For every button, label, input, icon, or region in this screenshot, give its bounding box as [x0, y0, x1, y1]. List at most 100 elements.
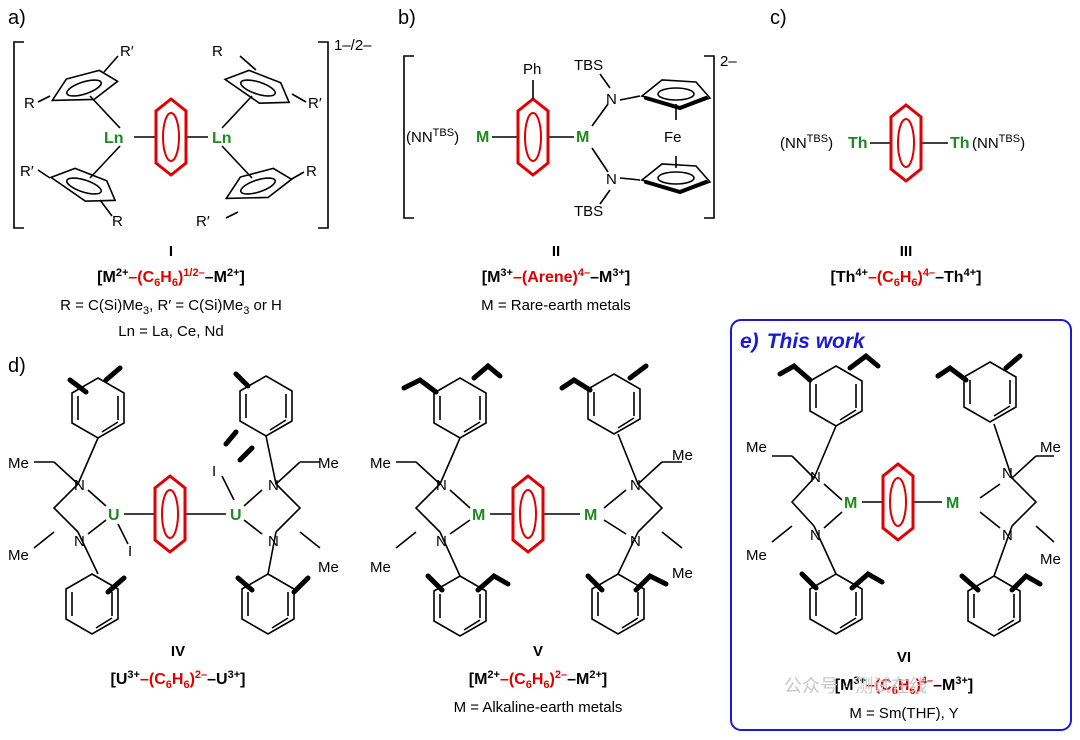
this-work-box [730, 319, 1072, 731]
panel-label-d: d) [8, 355, 26, 377]
panel-label-b: b) [398, 7, 416, 29]
me-v-1: Me [370, 455, 391, 472]
note-v: M = Alkaline-earth metals [454, 699, 623, 716]
arene-iv [153, 474, 187, 554]
subst-r-2: R [212, 43, 223, 60]
panel-label-c: c) [770, 7, 787, 29]
compound-iv: Me Me Me Me N N N N U U I I IV [U3+–(C6H… [8, 365, 339, 691]
n-vi-4: N [1002, 527, 1013, 544]
me-iv-1: Me [8, 455, 29, 472]
subst-r-3: R [112, 213, 123, 230]
ligand-nn-tbs-b: (NNTBS) [406, 127, 459, 146]
formula-i: [M2+–(C6H6)1/2––M2+] [97, 267, 245, 289]
metal-u-right: U [230, 507, 242, 524]
compound-label-i: I [169, 243, 173, 260]
panel-d: d) Me Me Me Me N N N N U U I I [8, 355, 693, 716]
n-v-2: N [436, 533, 447, 550]
compound-label-iii: III [900, 243, 913, 260]
charge-a: 1–/2– [334, 37, 372, 54]
metal-m-right-v: M [584, 507, 597, 524]
subst-rp-1: R′ [120, 43, 134, 60]
me-vi-3: Me [1040, 439, 1061, 456]
cp-ring-b1 [641, 79, 711, 111]
n-vi-1: N [810, 469, 821, 486]
metal-m-right-b: M [576, 129, 589, 146]
subst-rp-4: R′ [196, 213, 210, 230]
metal-u-left: U [108, 507, 120, 524]
n-v-1: N [436, 477, 447, 494]
me-v-2: Me [370, 559, 391, 576]
n-label-b2: N [606, 171, 617, 188]
watermark: 公众号 · 测试在线 [784, 676, 927, 697]
cp-ring-a4 [220, 161, 296, 211]
compound-label-ii: II [552, 243, 560, 260]
me-iv-4: Me [318, 559, 339, 576]
n-v-3: N [630, 477, 641, 494]
iodide-iv-1: I [128, 543, 132, 560]
compound-label-iv: IV [171, 643, 185, 660]
panel-a: a) 1–/2– Ln Ln R′ R R R′ R′ R R R′ I [M2… [8, 7, 372, 340]
n-label-b1: N [606, 91, 617, 108]
note-i-ln: Ln = La, Ce, Nd [118, 323, 223, 340]
formula-vi: [M3+–(C6H6)4––M3+] [835, 675, 973, 697]
me-v-3: Me [672, 447, 693, 464]
panel-label-e: e)This work [740, 330, 866, 353]
note-vi: M = Sm(THF), Y [849, 705, 958, 722]
arene-c [889, 103, 923, 183]
charge-b: 2– [720, 53, 737, 70]
n-iv-3: N [268, 477, 279, 494]
me-v-4: Me [672, 565, 693, 582]
metal-th-left: Th [848, 135, 868, 152]
me-vi-4: Me [1040, 551, 1061, 568]
formula-iv: [U3+–(C6H6)2––U3+] [111, 669, 246, 691]
subst-rp-2: R′ [308, 95, 322, 112]
compound-label-vi: VI [897, 649, 911, 666]
panel-b: b) 2– (NNTBS) M Ph M N N TBS TBS Fe II [… [398, 7, 737, 314]
panel-label-a: a) [8, 7, 26, 29]
n-vi-2: N [810, 527, 821, 544]
formula-ii: [M3+–(Arene)4––M3+] [482, 267, 630, 286]
me-vi-1: Me [746, 439, 767, 456]
metal-ln-left: Ln [104, 130, 124, 147]
n-iv-2: N [74, 533, 85, 550]
compound-label-v: V [533, 643, 543, 660]
iodide-iv-2: I [212, 463, 216, 480]
arene-a [154, 97, 188, 177]
ligand-nn-tbs-c2: (NNTBS) [972, 133, 1025, 152]
n-vi-3: N [1002, 465, 1013, 482]
bracket-right-b [704, 55, 715, 219]
metal-m-left-vi: M [844, 495, 857, 512]
tbs-label-b2: TBS [574, 203, 603, 220]
n-iv-4: N [268, 533, 279, 550]
note-i-subst: R = C(Si)Me3, R′ = C(Si)Me3 or H [60, 297, 282, 317]
metal-ln-right: Ln [212, 130, 232, 147]
panel-c: c) (NNTBS) Th Th (NNTBS) III [Th4+–(C6H6… [770, 7, 1025, 289]
cp-ring-a2 [220, 63, 296, 113]
panel-e: e)This work Me Me Me Me N N N N M M VI [… [730, 319, 1072, 731]
note-ii: M = Rare-earth metals [481, 297, 631, 314]
formula-v: [M2+–(C6H6)2––M2+] [469, 669, 607, 691]
bracket-left-b [403, 55, 414, 219]
n-iv-1: N [74, 477, 85, 494]
tbs-label-b1: TBS [574, 57, 603, 74]
n-v-4: N [630, 533, 641, 550]
formula-iii: [Th4+–(C6H6)4––Th4+] [831, 267, 982, 289]
cp-ring-a1 [46, 63, 122, 113]
cp-ring-b2 [641, 163, 711, 195]
compound-vi: Me Me Me Me N N N N M M VI [M3+–(C6H6)4–… [746, 352, 1061, 722]
subst-rp-3: R′ [20, 163, 34, 180]
ligand-nn-tbs-c1: (NNTBS) [780, 133, 833, 152]
metal-m-left-b: M [476, 129, 489, 146]
arene-v [511, 474, 545, 554]
bracket-left [13, 41, 24, 229]
fe-label: Fe [664, 129, 682, 146]
compound-v: Me Me Me Me N N N N M M V [M2+–(C6H6)2––… [370, 362, 693, 716]
metal-m-right-vi: M [946, 495, 959, 512]
me-vi-2: Me [746, 547, 767, 564]
cp-ring-a3 [46, 161, 122, 211]
ph-label: Ph [523, 61, 541, 78]
me-iv-2: Me [8, 547, 29, 564]
arene-vi [881, 462, 915, 542]
bracket-right [318, 41, 329, 229]
